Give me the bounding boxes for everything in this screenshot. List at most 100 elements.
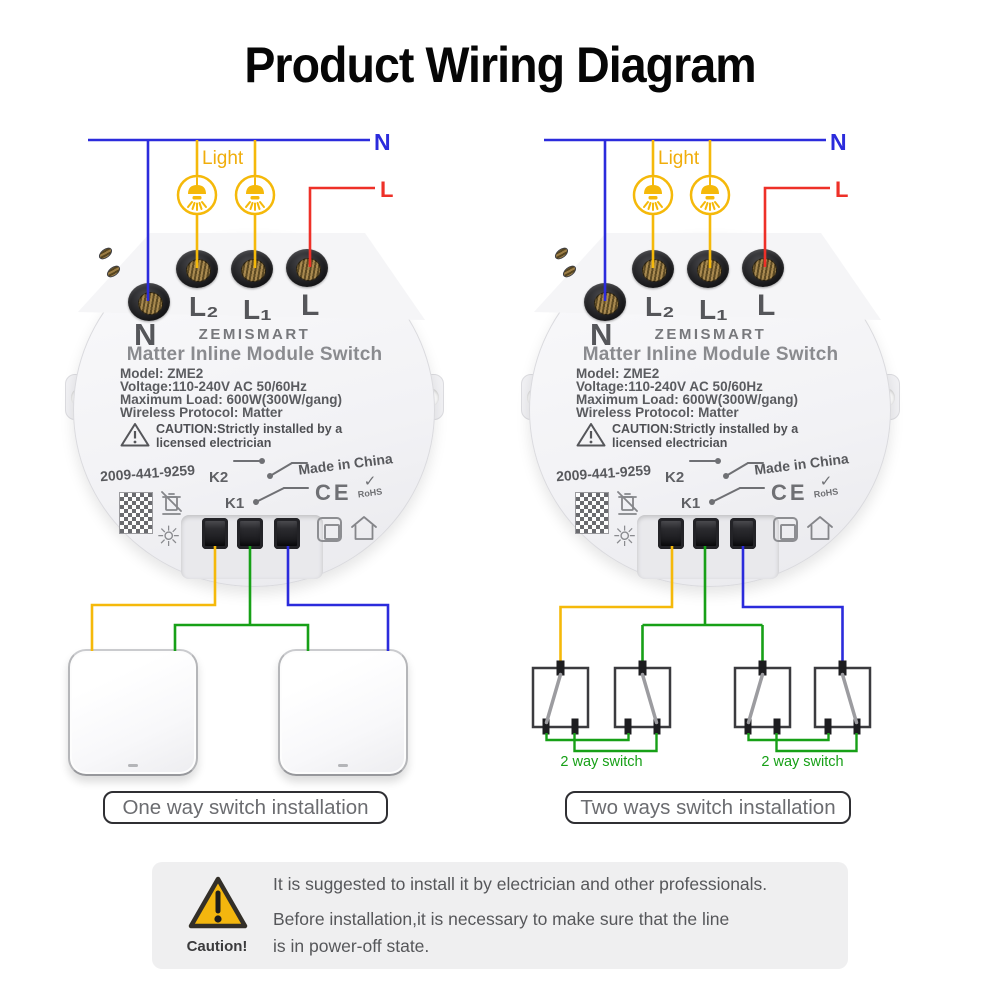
- caption-one-way: One way switch installation: [103, 791, 388, 824]
- ce-mark: CE: [771, 480, 808, 505]
- qr-code: [119, 492, 153, 534]
- two-way-switch-symbol: [613, 658, 672, 737]
- k1-switch-symbol: [253, 487, 309, 505]
- k1-switch-symbol: [709, 487, 765, 505]
- ce-mark: CE: [315, 480, 352, 505]
- house-icon: [807, 516, 833, 540]
- spec-load: Maximum Load: 600W(300W/gang): [576, 392, 799, 407]
- brand-logo: ZEMISMART: [654, 326, 767, 343]
- terminal-screw-l2: [176, 250, 218, 288]
- two-way-switch-label: 2 way switch: [761, 754, 843, 770]
- product-name: Matter Inline Module Switch: [582, 344, 839, 365]
- spec-voltage: Voltage:110-240V AC 50/60Hz: [120, 379, 307, 394]
- bottom-terminal-recess: [637, 515, 779, 579]
- traveler-link: [545, 733, 630, 742]
- caption-two-way: Two ways switch installation: [565, 791, 851, 824]
- house-icon: [351, 516, 377, 540]
- caution-line1: It is suggested to install it by electri…: [273, 874, 768, 894]
- rocker-switch-1: [68, 649, 198, 776]
- traveler-link: [747, 733, 830, 742]
- warning-triangle-icon: [576, 423, 606, 447]
- qr-code: [575, 492, 609, 534]
- spec-load: Maximum Load: 600W(300W/gang): [120, 392, 343, 407]
- two-way-switch-symbol: [733, 658, 792, 737]
- brightness-icon: ☼: [156, 520, 182, 553]
- spec-model: Model: ZME2: [576, 366, 660, 381]
- output-terminal-3: [730, 518, 756, 549]
- terminal-screw-l: [742, 249, 784, 287]
- k2-switch-symbol: [233, 458, 308, 479]
- device-slot-left: N L₂ L₁ L ZEMISMART Matter Inline Module…: [62, 225, 447, 593]
- live-label: L: [835, 177, 848, 202]
- terminal-screw-l: [286, 249, 328, 287]
- spec-protocol: Wireless Protocol: Matter: [120, 405, 283, 420]
- spec-protocol: Wireless Protocol: Matter: [576, 405, 739, 420]
- k2-switch-symbol: [689, 458, 764, 479]
- output-terminal-1: [202, 518, 228, 549]
- caution-line3: is in power-off state.: [273, 936, 430, 956]
- k2-label: K2: [665, 469, 685, 486]
- lamp-icon: [632, 174, 674, 216]
- lamp-icon: [176, 174, 218, 216]
- terminal-label-l2: L₂: [189, 291, 219, 322]
- output-terminal-1: [658, 518, 684, 549]
- terminal-label-l1: L₁: [243, 294, 272, 325]
- spec-block: Model: ZME2 Voltage:110-240V AC 50/60Hz …: [120, 366, 343, 420]
- terminal-label-n: N: [590, 317, 613, 352]
- edge-screw: [552, 245, 571, 262]
- device-caution-line1: CAUTION:Strictly installed by a: [612, 422, 799, 436]
- light-label: Light: [202, 148, 244, 169]
- brightness-icon: ☼: [612, 520, 638, 553]
- crossed-bin-icon: [161, 491, 182, 515]
- device-slot-right: N L₂ L₁ L ZEMISMART Matter Inline Module…: [518, 225, 903, 593]
- terminal-screw-n: [584, 283, 626, 321]
- product-name: Matter Inline Module Switch: [126, 344, 383, 365]
- terminal-label-n: N: [134, 317, 157, 352]
- output-terminal-3: [274, 518, 300, 549]
- double-square-icon: [317, 517, 342, 542]
- k1-label: K1: [681, 495, 701, 512]
- rohs-mark: ✓ RoHS: [353, 473, 387, 500]
- spec-model: Model: ZME2: [120, 366, 204, 381]
- light-label: Light: [658, 148, 700, 169]
- warning-triangle-icon: [120, 423, 150, 447]
- terminal-label-l1: L₁: [699, 294, 728, 325]
- k1-label: K1: [225, 495, 245, 512]
- neutral-label: N: [830, 129, 847, 155]
- caution-line2: Before installation,it is necessary to m…: [273, 909, 730, 929]
- device-caution-text: CAUTION:Strictly installed by a licensed…: [612, 422, 798, 450]
- two-way-switch-symbol: [813, 658, 872, 737]
- caution-label: Caution!: [186, 938, 248, 955]
- device-caution-line2: licensed electrician: [156, 436, 272, 450]
- terminal-screw-l1: [687, 250, 729, 288]
- double-square-icon: [773, 517, 798, 542]
- k2-label: K2: [209, 469, 229, 486]
- output-terminal-2: [693, 518, 719, 549]
- caution-triangle-icon: [188, 876, 248, 929]
- edge-screw: [96, 245, 115, 262]
- terminal-screw-l1: [231, 250, 273, 288]
- neutral-label: N: [374, 129, 391, 155]
- caution-text: It is suggested to install it by electri…: [273, 874, 833, 960]
- terminal-label-l: L: [301, 289, 320, 322]
- rohs-check-icon: ✓: [819, 473, 833, 490]
- page-title: Product Wiring Diagram: [244, 37, 756, 93]
- device-caution-line1: CAUTION:Strictly installed by a: [156, 422, 343, 436]
- spec-voltage: Voltage:110-240V AC 50/60Hz: [576, 379, 763, 394]
- terminal-screw-l2: [632, 250, 674, 288]
- device-caution-text: CAUTION:Strictly installed by a licensed…: [156, 422, 342, 450]
- crossed-bin-icon: [617, 491, 638, 515]
- device-caution-line2: licensed electrician: [612, 436, 728, 450]
- caution-panel: Caution! It is suggested to install it b…: [152, 862, 848, 969]
- traveler-link: [573, 733, 658, 753]
- rocker-switch-2: [278, 649, 408, 776]
- bottom-terminal-recess: [181, 515, 323, 579]
- terminal-label-l: L: [757, 289, 776, 322]
- rohs-mark: ✓ RoHS: [809, 473, 843, 500]
- brand-logo: ZEMISMART: [198, 326, 311, 343]
- rohs-check-icon: ✓: [363, 473, 377, 490]
- terminal-screw-n: [128, 283, 170, 321]
- two-way-switch-symbol: [531, 658, 590, 737]
- live-label: L: [380, 177, 393, 202]
- lamp-icon: [689, 174, 731, 216]
